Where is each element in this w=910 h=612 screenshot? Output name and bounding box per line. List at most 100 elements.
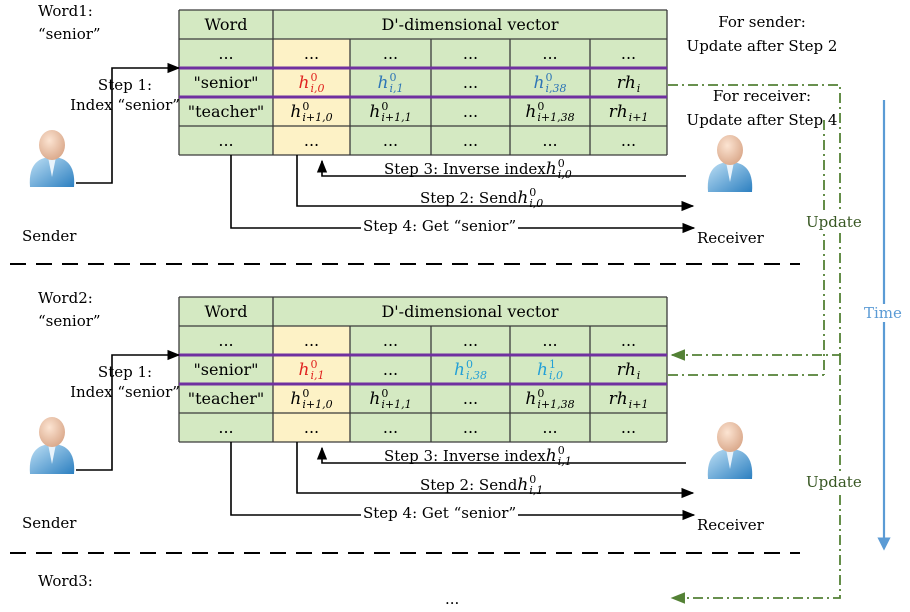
math-scripts: i (637, 72, 641, 94)
ellipsis-cell: ... (350, 126, 431, 155)
cell-bg (273, 39, 350, 68)
step4-arrow (230, 155, 696, 234)
math-base: h (545, 446, 557, 466)
math-superscript: 0 (537, 386, 545, 400)
note-line: Update after Step 2 (686, 37, 838, 55)
cell-bg (273, 384, 350, 413)
cell-bg (510, 39, 590, 68)
cell-bg (273, 355, 350, 384)
vector-cell: ... (431, 97, 510, 126)
ellipsis-cell: ... (590, 39, 667, 68)
math-base: h (290, 388, 302, 409)
word-text: "senior" (193, 360, 259, 379)
ellipsis-cell: ... (350, 39, 431, 68)
ellipsis-text: ... (462, 418, 479, 437)
math-superscript: 0 (302, 386, 310, 400)
math-superscript: 0 (529, 186, 537, 199)
sender-icon (29, 417, 75, 474)
ellipsis-text: ... (620, 131, 637, 150)
cell-bg (590, 384, 667, 413)
math-subscript: i,1 (310, 368, 325, 382)
sender-label: Sender (22, 514, 76, 532)
ellipsis-cell: ... (431, 126, 510, 155)
math-subscript: i,38 (465, 368, 487, 382)
math-base: h (525, 388, 537, 409)
cell-bg (590, 97, 667, 126)
ellipsis-cell: ... (590, 126, 667, 155)
math-superscript: 0 (537, 99, 545, 113)
math-subscript: i+1,0 (302, 397, 333, 411)
ellipsis-text: ... (218, 331, 234, 350)
math-base: rh (616, 359, 636, 380)
cell-bg (273, 10, 667, 39)
cell-bg (510, 355, 590, 384)
ellipsis-cell: ... (273, 413, 350, 442)
ellipsis-text: ... (382, 418, 399, 437)
cell-bg (590, 126, 667, 155)
cell-bg (510, 68, 590, 97)
step1-label: Step 1:Index “senior” (50, 75, 200, 115)
step1-arrow (76, 62, 181, 184)
header-label: D'-dimensional vector (381, 302, 559, 321)
step-text: Step 4: Get “senior” (363, 504, 517, 522)
ellipsis-text: ... (462, 389, 479, 408)
ellipsis-text: ... (382, 360, 399, 379)
receiver-icon (707, 135, 753, 192)
word-cell: "senior" (179, 68, 273, 97)
cell-bg (510, 384, 590, 413)
step2-arrow (296, 442, 695, 499)
receiver-text: Receiver (697, 516, 764, 534)
cell-bg (273, 326, 350, 355)
sender-update-note: For sender:Update after Step 2 (672, 10, 852, 58)
word-cell: "teacher" (179, 97, 273, 126)
ellipsis-cell: ... (590, 326, 667, 355)
ellipsis-text: ... (542, 418, 558, 437)
vector-cell: ... (431, 384, 510, 413)
cell-bg (431, 413, 510, 442)
cell-bg (179, 384, 273, 413)
cell-bg (350, 39, 431, 68)
word-text: "teacher" (187, 389, 265, 408)
ellipsis-text: ... (303, 418, 320, 437)
ellipsis-text: ... (542, 44, 558, 63)
math-base: h (298, 359, 310, 380)
cell-bg (179, 39, 273, 68)
cell-bg (350, 384, 431, 413)
vector-cell: ... (350, 355, 431, 384)
update-path-2 (670, 355, 841, 604)
math-base: h (517, 188, 529, 208)
table-header-vector: D'-dimensional vector (273, 10, 667, 39)
ellipsis-text: ... (462, 44, 479, 63)
word-title-text: Word1: (38, 2, 93, 20)
math-base: h (525, 101, 537, 122)
math-base: h (369, 388, 381, 409)
step1-arrow (76, 349, 181, 471)
receiver-label: Receiver (697, 229, 764, 247)
cell-bg (179, 413, 273, 442)
step3-arrow (316, 159, 686, 177)
update-label-1: Update (806, 213, 862, 231)
update-text: Update (806, 213, 862, 231)
cell-bg (350, 355, 431, 384)
cell-bg (179, 68, 273, 97)
